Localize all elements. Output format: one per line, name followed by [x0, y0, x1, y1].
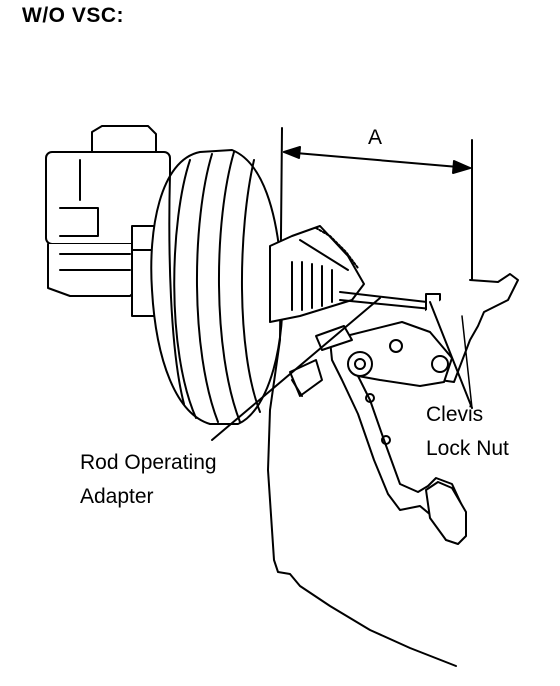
- leader-line-lock-nut: [461, 315, 473, 409]
- reservoir-tank: [45, 125, 171, 245]
- dash-panel-edge: [267, 127, 457, 667]
- dimension-a-arrow: [283, 146, 471, 174]
- pedal-pad: [425, 481, 467, 545]
- dimension-a-label: A: [368, 126, 383, 149]
- leader-line-clevis: [429, 301, 473, 409]
- lock-nut-label: Lock Nut: [426, 437, 509, 460]
- rod-operating-label: Rod Operating: [80, 451, 217, 474]
- leader-line-rod-adapter: [211, 297, 381, 441]
- brake-pedal-arm: [329, 273, 519, 541]
- push-rod-boot: [269, 225, 365, 323]
- clevis-label: Clevis: [426, 403, 484, 426]
- page-title: W/O VSC:: [22, 4, 124, 27]
- brake-booster: [150, 149, 284, 425]
- adapter-label: Adapter: [80, 485, 154, 508]
